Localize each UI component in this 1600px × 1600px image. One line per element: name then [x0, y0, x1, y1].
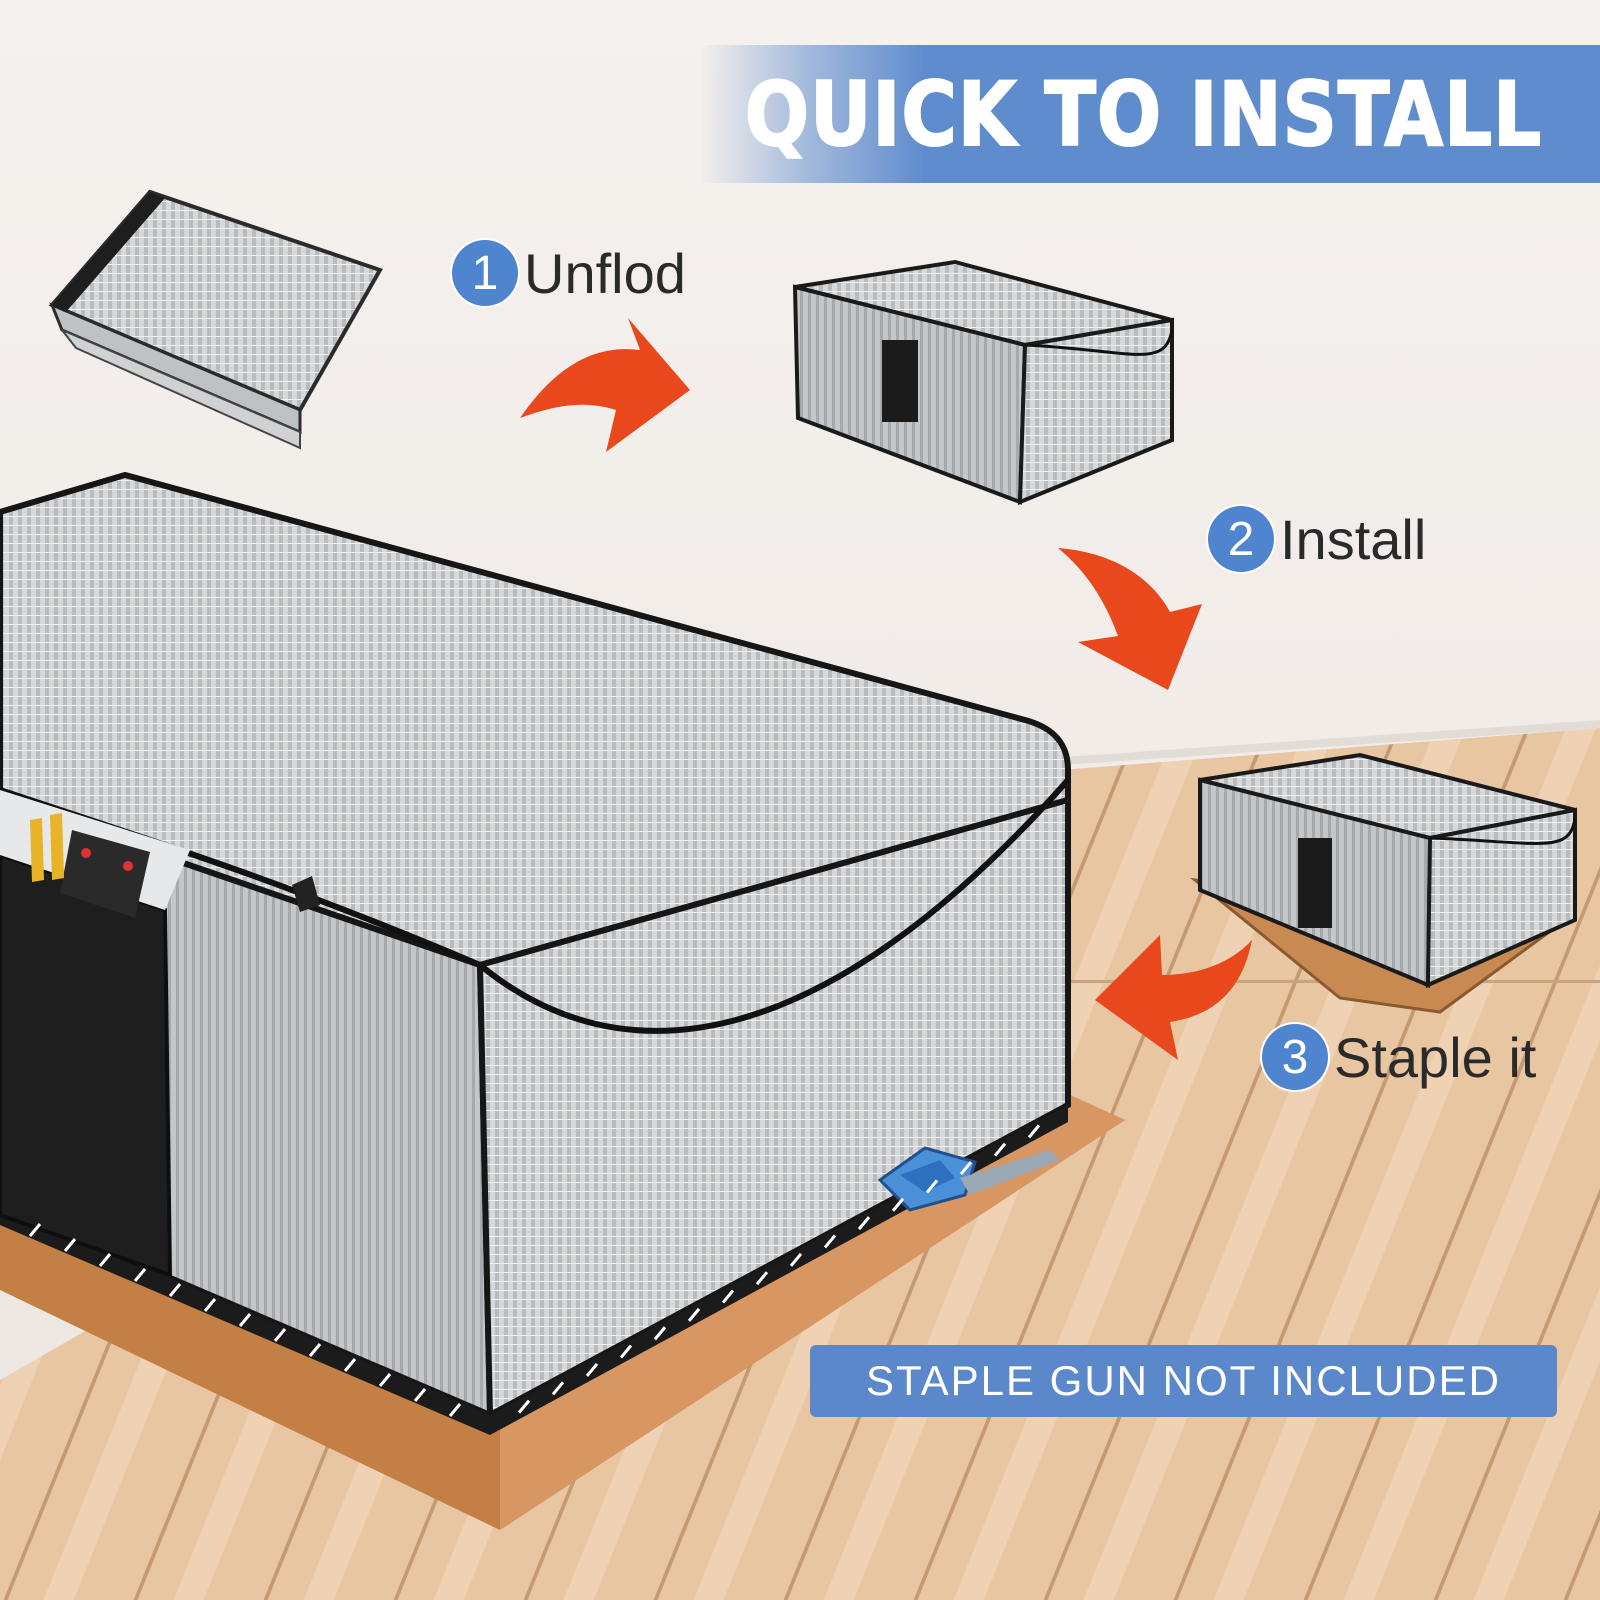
staple-mark: [378, 1373, 392, 1387]
staple-mark: [959, 1161, 973, 1176]
step-arrow-icon: [1058, 548, 1202, 690]
staple-mark: [653, 1326, 667, 1341]
staple-mark: [238, 1313, 252, 1327]
staple-mark: [993, 1142, 1007, 1157]
step-3: 3 Staple it: [1262, 1024, 1536, 1090]
staple-mark: [273, 1328, 287, 1342]
step-number-badge: 2: [1208, 506, 1274, 572]
step-label: Install: [1280, 507, 1427, 571]
notice-text: STAPLE GUN NOT INCLUDED: [866, 1357, 1501, 1404]
staple-mark: [551, 1381, 565, 1396]
staple-mark: [343, 1358, 357, 1372]
step-1: 1 Unflod: [452, 240, 686, 306]
staple-mark: [133, 1268, 147, 1282]
step-arrow-icon: [1095, 935, 1252, 1060]
staple-mark: [891, 1197, 905, 1212]
step-arrow-icon: [520, 318, 690, 452]
staple-mark: [789, 1252, 803, 1267]
staple-mark: [308, 1343, 322, 1357]
folded-cover-image: [48, 189, 383, 450]
staple-mark: [721, 1289, 735, 1304]
staple-mark: [1027, 1124, 1041, 1139]
staple-mark: [755, 1271, 769, 1286]
step-number-badge: 1: [452, 240, 518, 306]
step-2: 2 Install: [1208, 506, 1426, 572]
banner-title: QUICK TO INSTALL: [744, 62, 1542, 167]
staple-marks: [28, 1124, 1041, 1417]
staple-mark: [925, 1179, 939, 1194]
installed-cover-image: [1190, 752, 1577, 1014]
step-number-badge: 3: [1262, 1024, 1328, 1090]
staple-mark: [413, 1388, 427, 1402]
staple-mark: [857, 1216, 871, 1231]
step-label: Unflod: [524, 241, 686, 305]
staple-mark: [448, 1403, 462, 1417]
staple-gun-icon: [877, 1146, 1060, 1212]
staple-mark: [203, 1298, 217, 1312]
wall-baseboard: [1020, 720, 1600, 768]
staple-mark: [63, 1238, 77, 1252]
staple-mark: [98, 1253, 112, 1267]
staple-mark: [687, 1307, 701, 1322]
staple-mark: [619, 1344, 633, 1359]
staple-mark: [28, 1223, 42, 1237]
pencil-icon: [30, 818, 44, 882]
pencil-icon: [50, 813, 64, 880]
notice-badge: STAPLE GUN NOT INCLUDED: [810, 1345, 1557, 1417]
unfolded-cover-image: [792, 259, 1174, 506]
step-label: Staple it: [1334, 1025, 1537, 1089]
title-banner: QUICK TO INSTALL: [700, 45, 1600, 183]
staple-mark: [823, 1234, 837, 1249]
staple-mark: [168, 1283, 182, 1297]
staple-mark: [585, 1362, 599, 1377]
staple-mark: [517, 1399, 531, 1414]
main-cover-image: [0, 471, 1125, 1530]
